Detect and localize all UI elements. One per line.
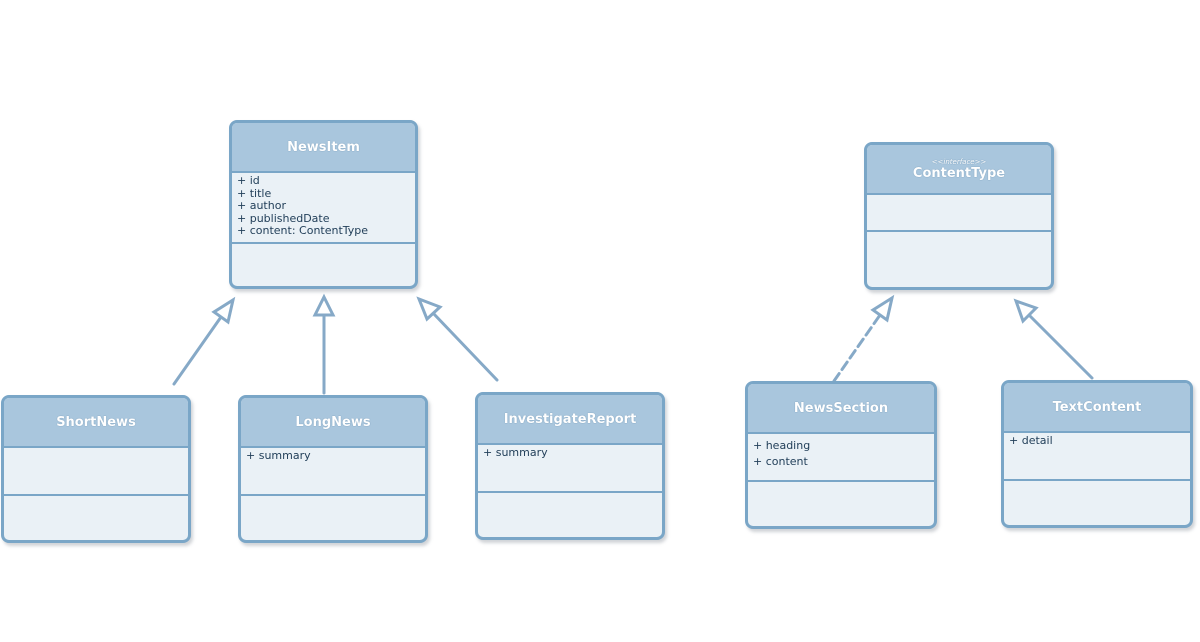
class-newssection-operations [748,482,934,526]
class-shortnews[interactable]: ShortNews [1,395,191,543]
class-newssection[interactable]: NewsSection + heading + content [745,381,937,529]
class-newsitem[interactable]: NewsItem + id + title + author + publish… [229,120,418,289]
class-shortnews-name: ShortNews [56,414,136,430]
attribute: + summary [483,446,548,459]
class-newsitem-operations [232,244,415,286]
attribute: + summary [246,449,311,462]
class-textcontent-header: TextContent [1004,383,1190,433]
attribute: + title [237,186,272,200]
generalization-line-shortnews [172,315,223,386]
attribute: + publishedDate [237,211,330,225]
attribute: + content: ContentType [237,224,369,237]
class-textcontent-name: TextContent [1052,399,1142,415]
class-contenttype-name: ContentType [912,165,1006,181]
generalization-arrowhead-investigatereport [416,296,443,322]
class-newssection-attributes: + heading + content [748,434,934,482]
generalization-line-investigatereport [431,311,499,382]
realization-arrowhead-newssection [870,294,895,323]
generalization-line-textcontent [1027,313,1094,380]
class-longnews-name: LongNews [295,414,371,430]
class-contenttype[interactable]: <<interface>> ContentType [864,142,1054,290]
class-newssection-name: NewsSection [793,400,889,416]
attribute: + id [237,174,260,187]
class-contenttype-operations [867,232,1051,287]
generalization-arrowhead-shortnews [211,296,236,325]
class-longnews-attributes: + summary [241,448,425,496]
class-investigatereport-header: InvestigateReport [478,395,662,445]
class-textcontent[interactable]: TextContent + detail [1001,380,1193,528]
class-investigatereport-attributes: + summary [478,445,662,493]
realization-line-newssection [832,313,882,383]
class-contenttype-header: <<interface>> ContentType [867,145,1051,195]
class-newsitem-header: NewsItem [232,123,415,173]
class-shortnews-operations [4,496,188,540]
attribute: + detail [1009,434,1053,447]
class-longnews-operations [241,496,425,540]
attribute: + content [753,455,808,468]
class-textcontent-operations [1004,481,1190,525]
attribute: + heading [753,439,811,452]
class-investigatereport-operations [478,493,662,537]
class-newsitem-name: NewsItem [287,139,360,155]
class-newssection-header: NewsSection [748,384,934,434]
class-shortnews-attributes [4,448,188,496]
class-newsitem-attributes: + id + title + author + publishedDate + … [232,173,415,244]
class-contenttype-attributes [867,195,1051,232]
attribute: + author [237,199,286,212]
class-textcontent-attributes: + detail [1004,433,1190,481]
class-investigatereport[interactable]: InvestigateReport + summary [475,392,665,540]
generalization-arrowhead-longnews [312,293,336,317]
class-shortnews-header: ShortNews [4,398,188,448]
class-investigatereport-name: InvestigateReport [503,411,637,427]
class-longnews[interactable]: LongNews + summary [238,395,428,543]
generalization-arrowhead-textcontent [1013,298,1039,324]
class-contenttype-stereotype: <<interface>> [931,157,987,166]
class-longnews-header: LongNews [241,398,425,448]
